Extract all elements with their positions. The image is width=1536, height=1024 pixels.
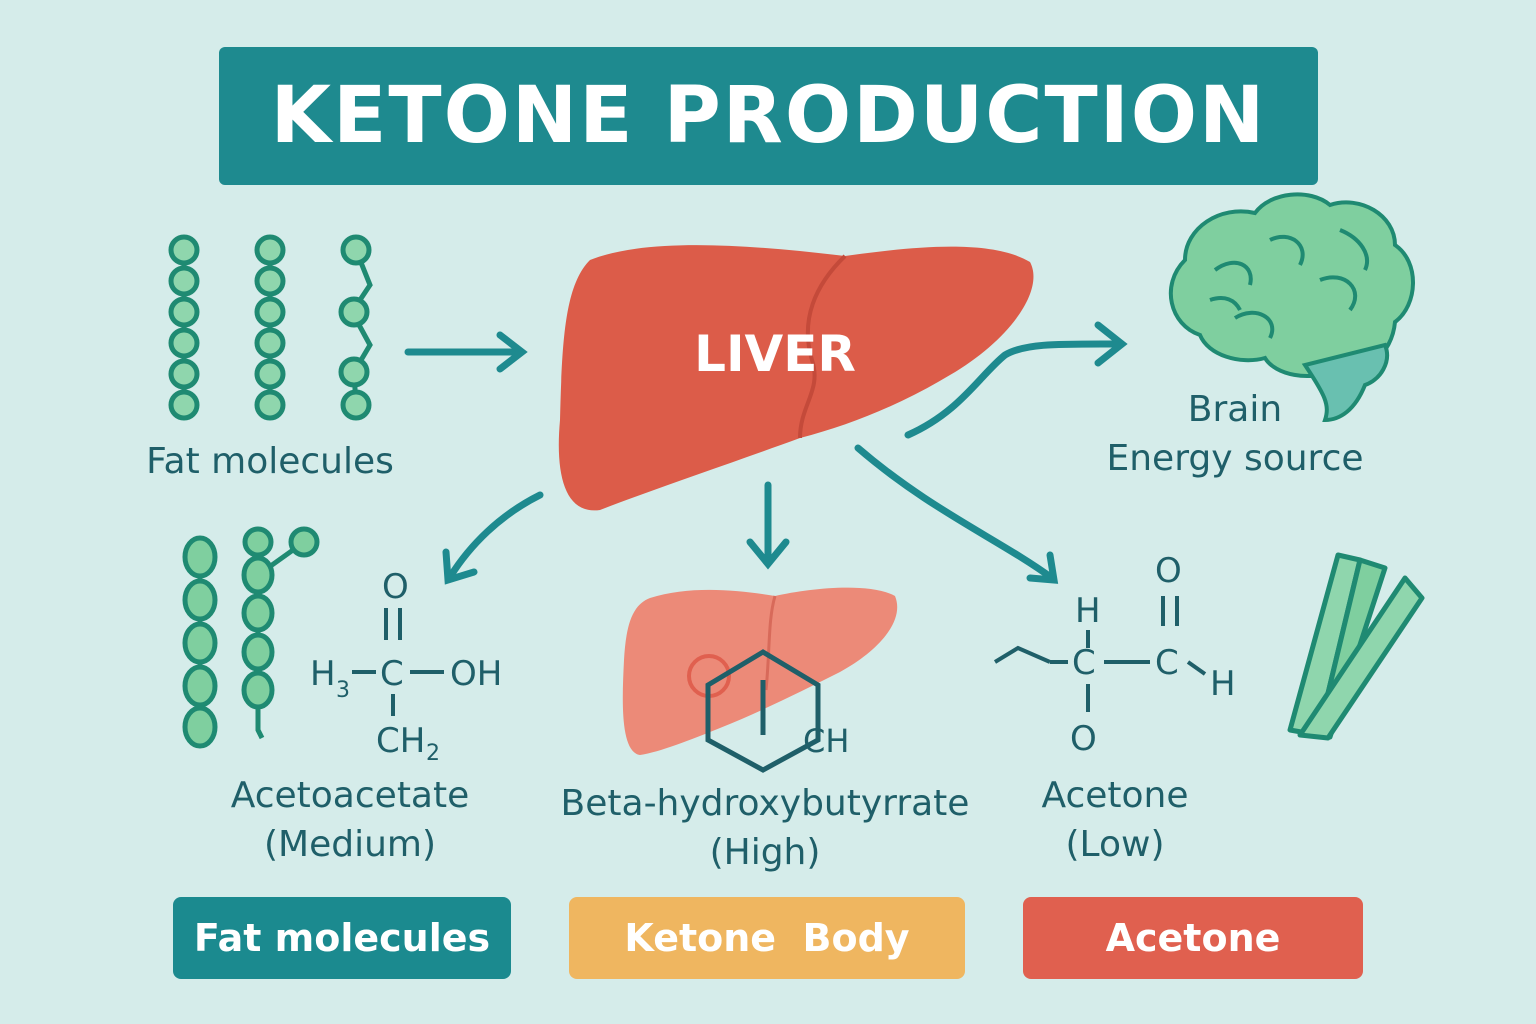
acetone-structure: H C C O H O bbox=[993, 551, 1236, 759]
title-banner: KETONE PRODUCTION bbox=[219, 47, 1318, 185]
legend-label: Fat molecules bbox=[193, 916, 491, 960]
brain-sublabel: Energy source bbox=[1106, 437, 1364, 479]
bhb-structure: CH bbox=[705, 649, 849, 773]
chem-acetone-c1: C bbox=[1072, 643, 1096, 683]
legend-acetone: Acetone bbox=[1023, 897, 1363, 979]
celery-icon bbox=[1287, 552, 1425, 741]
ketone-level: (Low) bbox=[1065, 823, 1165, 865]
chem-acetone-h2: H bbox=[1210, 664, 1236, 704]
chem-ch: CH bbox=[376, 721, 425, 761]
legend-label: Ketone Body bbox=[624, 916, 910, 960]
acetoacetate-structure: O H 3 C OH CH 2 bbox=[310, 567, 502, 766]
ketone-name: Acetoacetate bbox=[230, 775, 470, 816]
ketone-name: Beta-hydroxybutyrrate bbox=[560, 783, 970, 824]
chem-h: H bbox=[310, 654, 336, 694]
fat-molecules-label: Fat molecules bbox=[146, 441, 394, 482]
bhb-label-block: Beta-hydroxybutyrrate (High) bbox=[520, 780, 1010, 877]
brain-label-block: Brain Energy source bbox=[1080, 386, 1390, 483]
chem-c: C bbox=[380, 654, 404, 694]
arrow-liver-to-acetone bbox=[854, 444, 1059, 584]
chem-o: O bbox=[382, 567, 409, 607]
legend-label: Acetone bbox=[1105, 916, 1281, 960]
bhb-liver-icon bbox=[622, 587, 898, 755]
legend-fat-molecules: Fat molecules bbox=[173, 897, 511, 979]
ketone-level: (Medium) bbox=[263, 823, 437, 865]
chem-acetone-c2: C bbox=[1155, 643, 1179, 683]
arrow-liver-to-brain bbox=[904, 321, 1128, 439]
chem-sub3: 3 bbox=[336, 678, 350, 703]
chem-acetone-o: O bbox=[1155, 551, 1182, 591]
chem-acetone-h: H bbox=[1075, 591, 1101, 631]
arrow-liver-to-acetoacetate bbox=[442, 491, 544, 585]
chem-bhb-ch: CH bbox=[803, 722, 849, 760]
acetoacetate-label-block: Acetoacetate (Medium) bbox=[190, 772, 510, 869]
liver-label: LIVER bbox=[694, 325, 856, 383]
liver-icon bbox=[558, 245, 1034, 511]
arrow-liver-to-bhb bbox=[746, 481, 790, 570]
ketone-level: (High) bbox=[709, 831, 821, 873]
acetone-label-block: Acetone (Low) bbox=[1000, 772, 1230, 869]
ketone-name: Acetone bbox=[1041, 775, 1189, 816]
chem-oh: OH bbox=[450, 654, 502, 694]
chem-acetone-o2: O bbox=[1070, 719, 1097, 759]
brain-label: Brain bbox=[1187, 389, 1283, 430]
arrow-fat-to-liver bbox=[404, 331, 528, 373]
page-title: KETONE PRODUCTION bbox=[270, 71, 1267, 161]
brain-icon bbox=[1168, 192, 1415, 423]
chem-sub2: 2 bbox=[426, 741, 440, 766]
legend-ketone-body: Ketone Body bbox=[569, 897, 965, 979]
fat-chains-icon bbox=[182, 526, 320, 749]
fat-molecules-icon bbox=[168, 234, 373, 421]
